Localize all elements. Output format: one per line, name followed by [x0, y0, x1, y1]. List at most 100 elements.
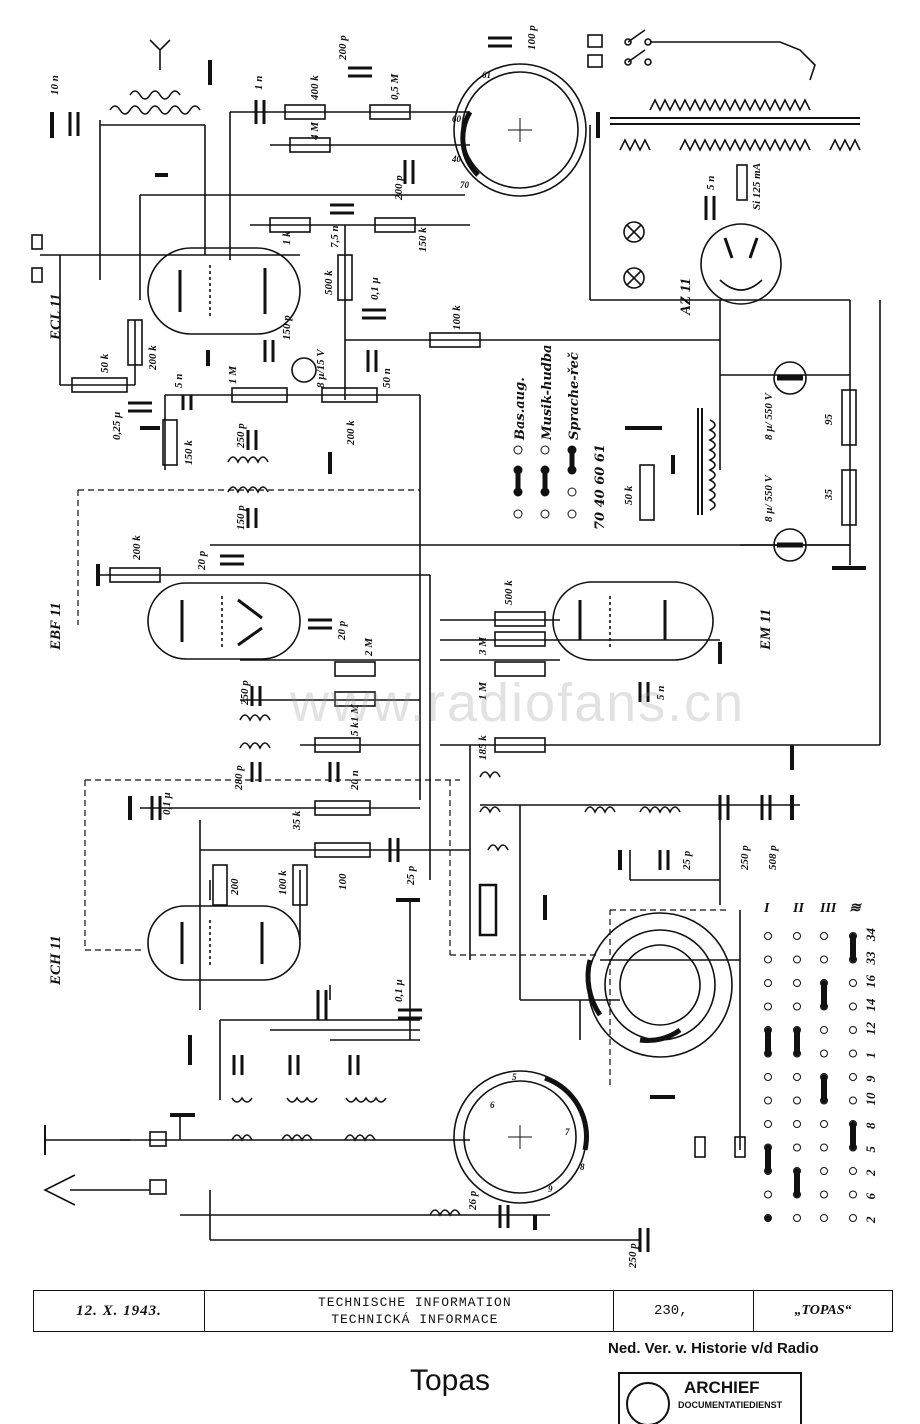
stamp-main-text: ARCHIEF [684, 1378, 760, 1397]
label-r-200k-ecl: 200 k [147, 345, 159, 371]
tube-label-ecl11: ECL 11 [48, 293, 64, 341]
label-r-1m-ebf: 1 M [349, 703, 361, 722]
label-c-26p: 26 p [467, 1190, 479, 1211]
band-contact-number: 34 [863, 928, 878, 943]
dial-mark-7: 7 [565, 1127, 570, 1137]
band-contact [820, 1190, 828, 1199]
band-contact [849, 1096, 857, 1105]
label-r-2m: 2 M [363, 637, 375, 657]
label-c-01u-left: 0,1 µ [161, 792, 173, 815]
band-contact [849, 1073, 857, 1081]
band-contact [793, 979, 801, 987]
dial-mark-9: 9 [548, 1184, 553, 1194]
label-c-25p-b: 25 p [681, 850, 693, 871]
label-c-75n: 7,5 n [329, 225, 341, 248]
dial-mark-5: 5 [512, 1072, 517, 1082]
label-c-8u550v-a: 8 µ/ 550 V [763, 391, 775, 440]
band-contact-number: 8 [863, 1122, 878, 1129]
band-contact [849, 979, 857, 987]
archive-stamp: ARCHIEF DOCUMENTATIEDIENST [618, 1372, 802, 1424]
label-r-400k: 400 k [309, 75, 321, 101]
band-contact-number: 5 [863, 1146, 878, 1153]
band-contact [793, 1002, 801, 1011]
tone-label-speech: Sprache-řeč [567, 352, 582, 440]
band-contact [849, 1049, 857, 1058]
band-contact [820, 932, 828, 940]
tube-label-em11: EM 11 [758, 609, 774, 651]
band-header-3: III [819, 901, 837, 916]
label-c-1n: 1 n [253, 76, 265, 90]
page-title: Topas [410, 1364, 491, 1397]
label-r-185k: 185 k [477, 735, 489, 760]
footer-date: 12. X. 1943. [76, 1302, 162, 1319]
band-contact-number: 9 [863, 1075, 878, 1082]
dial-mark-60: 60 [452, 114, 462, 124]
band-contact-number: 12 [863, 1022, 878, 1036]
band-contact [820, 1120, 828, 1128]
label-r-50k-pot: 50 k [623, 485, 635, 505]
band-contact [820, 1167, 828, 1175]
label-c-20p-b: 20 p [336, 620, 348, 641]
band-contact [849, 1026, 857, 1034]
tone-label-music: Musik-hudba [540, 345, 555, 441]
label-r-200-ech: 200 [229, 878, 241, 896]
dial-mark-40: 40 [451, 154, 462, 164]
label-c-508p: 508 p [767, 845, 779, 870]
band-contact [793, 955, 801, 964]
label-r-95: 95 [823, 414, 835, 426]
label-r-3m: 3 M [477, 636, 489, 656]
band-contact [764, 1120, 772, 1128]
band-contact [793, 1143, 801, 1152]
label-r-100-ech: 100 [337, 873, 349, 890]
archive-logo-icon [626, 1382, 670, 1424]
label-c-8u15v: 8 µ/15 V [315, 348, 327, 388]
band-contact [820, 1026, 828, 1034]
tube-label-az11: AZ 11 [678, 278, 694, 316]
band-contact [764, 979, 772, 987]
label-r-150k-left: 150 k [183, 440, 195, 465]
band-contact-number: 14 [863, 998, 878, 1012]
dial-mark-70: 70 [460, 180, 470, 190]
band-contact [793, 1214, 801, 1222]
label-r-100k-ech: 100 k [277, 870, 289, 895]
label-r-5k: 5 k [349, 722, 361, 736]
band-contact [849, 1002, 857, 1011]
band-header-4: ≋ [849, 901, 862, 916]
label-r-1m-em: 1 M [477, 681, 489, 700]
band-contact [793, 1120, 801, 1128]
band-contact [820, 955, 828, 964]
tube-label-ebf11: EBF 11 [48, 602, 64, 651]
band-contact-number: 10 [863, 1092, 878, 1106]
label-c-250p-osc: 250 p [739, 845, 751, 871]
label-c-250p-ant: 250 p [627, 1243, 639, 1269]
label-c-250p-if2: 250 p [239, 680, 251, 706]
band-contact [793, 932, 801, 940]
band-contact [764, 1073, 772, 1081]
label-c-5n-psu: 5 n [705, 176, 717, 190]
label-c-50n: 50 n [381, 368, 393, 388]
band-contact [764, 1190, 772, 1199]
band-contact-number: 2 [863, 1216, 878, 1224]
tube-label-ech11: ECH 11 [48, 935, 64, 986]
band-contact [820, 1214, 828, 1222]
label-r-100k: 100 k [451, 305, 463, 330]
footer-info-de: TECHNISCHE INFORMATION [318, 1295, 512, 1310]
label-r-4m: 4 M [309, 121, 321, 141]
footer-info-cz: TECHNICKÁ INFORMACE [331, 1312, 499, 1327]
band-contact [820, 1143, 828, 1152]
label-fuse: Si 125 mA [751, 163, 763, 210]
band-contact [793, 1073, 801, 1081]
band-contact [764, 1002, 772, 1011]
band-contact-number: 2 [863, 1169, 878, 1177]
label-c-250p-if1: 250 p [235, 423, 247, 449]
label-c-01u-ech: 0,1 µ [393, 979, 405, 1002]
band-contact [793, 1096, 801, 1105]
label-c-5n-em: 5 n [655, 686, 667, 700]
footer-info-cell: TECHNISCHE INFORMATION TECHNICKÁ INFORMA… [204, 1291, 614, 1331]
label-c-150p-if1: 150 p [235, 505, 247, 530]
label-r-05m: 0,5 M [389, 73, 401, 101]
band-contact [820, 1049, 828, 1058]
band-contact [764, 955, 772, 964]
